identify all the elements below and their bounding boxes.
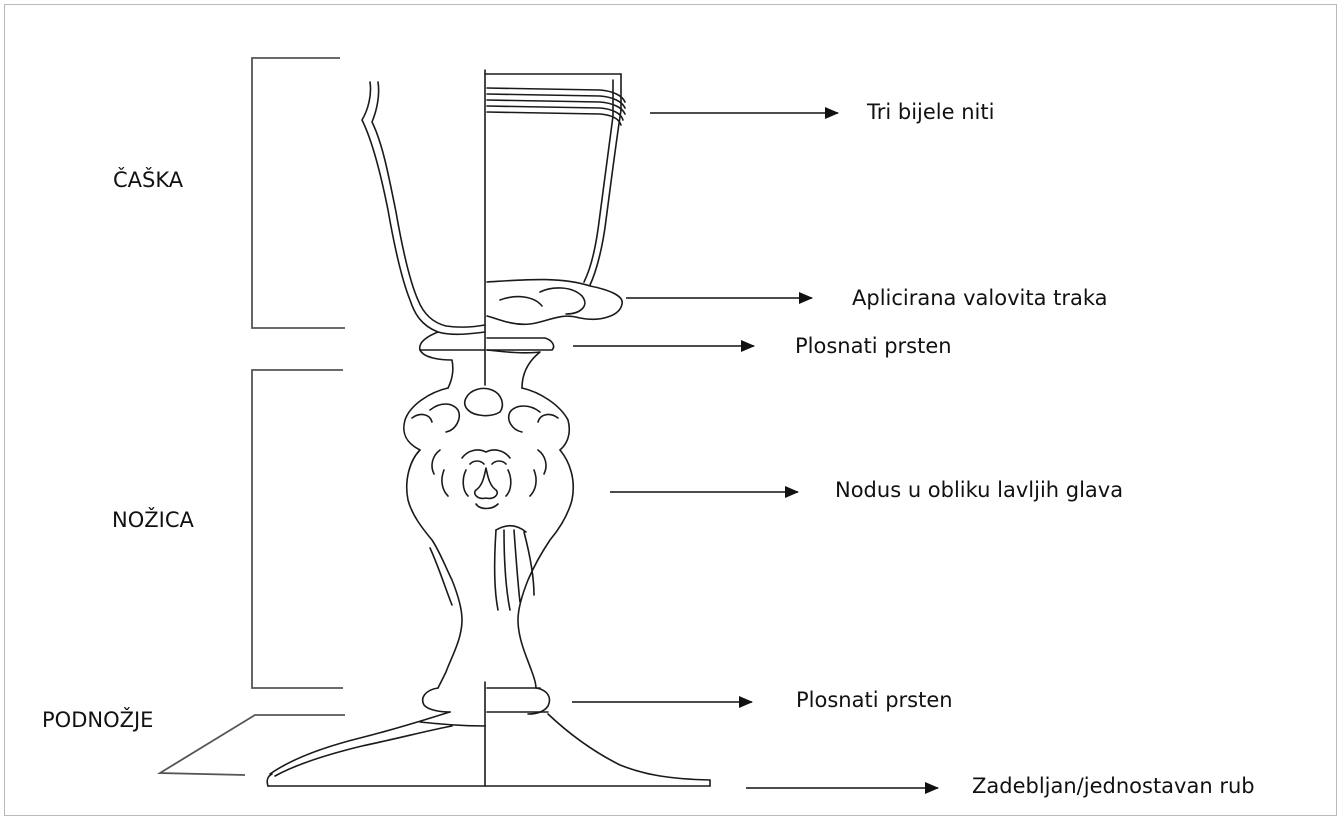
thread-5	[487, 112, 621, 125]
nodus-top	[404, 388, 448, 450]
nodus-right	[518, 450, 573, 688]
section-label-podnozje: PODNOŽJE	[42, 710, 153, 731]
annotation-wavy-band: Aplicirana valovita traka	[852, 288, 1108, 309]
brackets	[160, 58, 345, 775]
cup-left-outer	[362, 82, 485, 334]
flute-1	[495, 530, 498, 610]
bracket-caska	[252, 58, 345, 328]
goblet-drawing	[267, 70, 710, 786]
flute-2	[504, 530, 510, 610]
section-label-caska: ČAŠKA	[113, 170, 183, 191]
annotation-arrows	[572, 113, 938, 788]
flute-3	[514, 530, 520, 602]
wavy-band	[487, 280, 622, 325]
bracket-podnozje	[160, 715, 345, 775]
annotation-nodus: Nodus u obliku lavljih glava	[835, 480, 1123, 501]
annotation-threads: Tri bijele niti	[867, 102, 994, 123]
upper-ring-left	[420, 332, 453, 388]
foot-left-upper	[270, 712, 450, 774]
cup-left-inner	[372, 82, 485, 327]
section-label-nozica: NOŽICA	[112, 510, 194, 531]
cup-right-inner	[584, 80, 613, 282]
annotation-rim: Zadebljan/jednostavan rub	[972, 776, 1255, 797]
lion-face	[432, 450, 546, 509]
annotation-ring-lower: Plosnati prsten	[796, 690, 953, 711]
nodus-left	[407, 450, 462, 688]
upper-ring-right	[487, 338, 554, 350]
bracket-nozica	[252, 370, 343, 688]
annotation-ring-upper: Plosnati prsten	[795, 336, 952, 357]
foot-right	[548, 714, 710, 780]
lower-ring	[423, 688, 450, 712]
foot-left-inner	[275, 726, 452, 776]
